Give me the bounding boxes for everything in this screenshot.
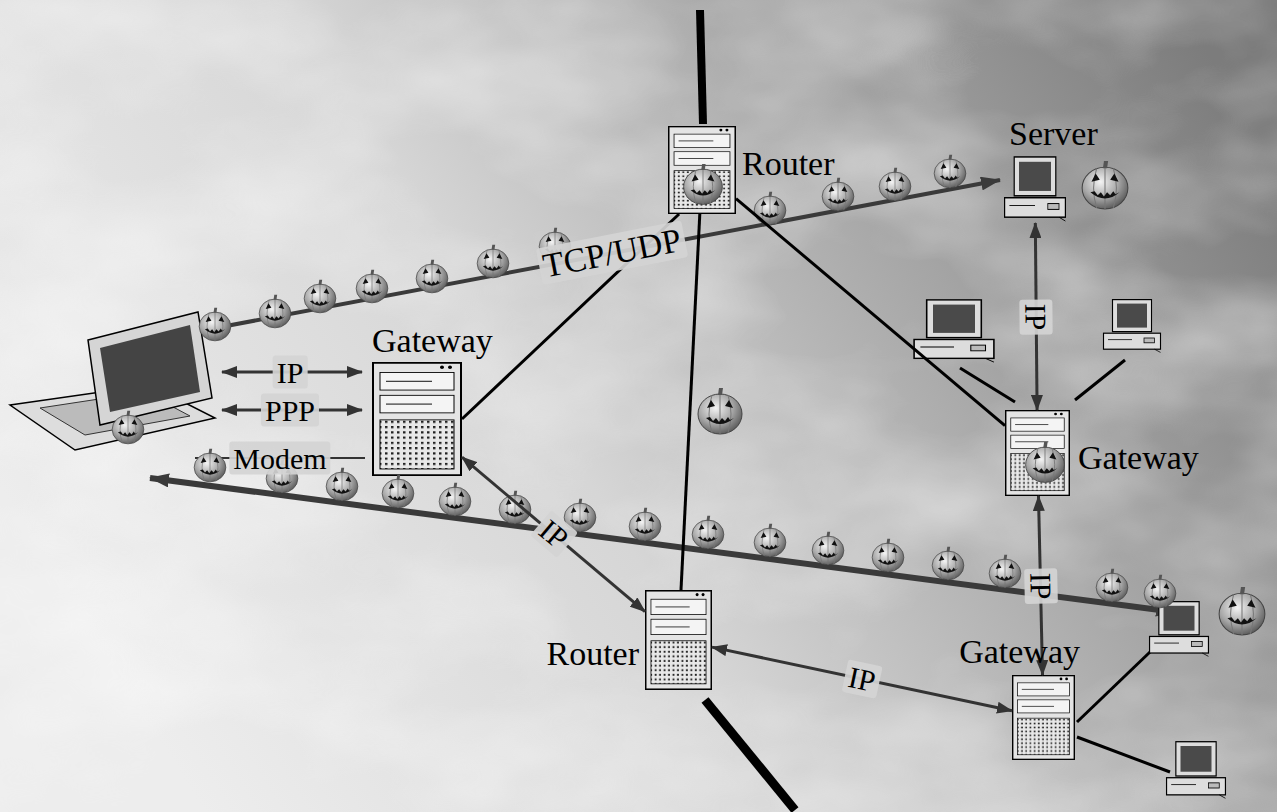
packet-pumpkin <box>439 483 471 516</box>
protocol-label: Modem <box>229 442 330 475</box>
packet-pumpkin <box>812 532 844 565</box>
packet-pumpkin <box>692 516 724 549</box>
packet-pumpkin <box>822 178 854 211</box>
pc-icon <box>914 300 994 362</box>
pc-icon <box>1104 300 1161 353</box>
network-device: Router <box>645 590 712 690</box>
device-label: Router <box>742 144 835 183</box>
packet-pumpkin <box>304 280 336 313</box>
packet-pumpkin <box>477 245 509 278</box>
packet-pumpkin <box>1096 569 1128 602</box>
backbone-line <box>705 700 795 810</box>
laptop-icon <box>10 312 215 450</box>
gateway-icon <box>1013 676 1075 760</box>
tcp-arrow <box>205 180 1000 330</box>
device-label: Router <box>546 634 639 673</box>
device-label: Gateway <box>1078 438 1199 477</box>
packet-pumpkin <box>499 491 531 524</box>
link-arrow <box>462 457 645 612</box>
protocol-label: IP <box>842 659 883 698</box>
packet-pumpkin <box>754 524 786 557</box>
protocol-label: IP <box>1024 568 1058 603</box>
packet-pumpkin <box>194 449 226 482</box>
packet-pumpkin <box>879 168 911 201</box>
link-line <box>736 199 1005 426</box>
packet-pumpkin <box>416 260 448 293</box>
network-device: Router <box>668 126 736 214</box>
device-label: Gateway <box>959 632 1080 671</box>
gateway-icon <box>1006 411 1070 496</box>
packet-pumpkin <box>684 164 723 204</box>
packet-pumpkin <box>934 155 966 188</box>
lan-wire <box>1075 360 1125 400</box>
packet-pumpkin <box>326 468 358 501</box>
pc-icon <box>1167 742 1226 799</box>
packet-pumpkin <box>382 475 414 508</box>
router-icon <box>669 127 735 214</box>
network-device: Gateway <box>372 362 462 476</box>
packet-pumpkin <box>872 539 904 572</box>
packet-pumpkins <box>112 155 1265 635</box>
packet-pumpkin <box>1026 442 1065 482</box>
router-icon <box>646 591 712 689</box>
packet-pumpkin <box>1144 575 1176 608</box>
protocol-label: IP <box>1020 299 1053 334</box>
server-icon <box>1005 157 1066 221</box>
packet-pumpkin <box>698 388 742 434</box>
packet-pumpkin <box>199 308 231 341</box>
device-label: Gateway <box>372 321 493 360</box>
packet-pumpkin <box>932 547 964 580</box>
device-label: Server <box>1009 114 1098 153</box>
lan-wire <box>960 368 1015 402</box>
network-device: Server <box>1003 155 1067 223</box>
network-device: Gateway <box>1012 675 1075 760</box>
packet-pumpkin <box>112 411 144 444</box>
gateway-icon <box>373 363 461 475</box>
protocol-label: IP <box>273 356 308 389</box>
packet-pumpkin <box>356 270 388 303</box>
protocol-label: PPP <box>261 394 319 427</box>
backbone-line <box>700 10 703 124</box>
packet-pumpkin <box>1082 161 1128 209</box>
network-device: Gateway <box>1005 410 1070 496</box>
packet-pumpkin <box>629 508 661 541</box>
lan-wire <box>1077 737 1170 772</box>
lan-wire <box>1077 652 1150 722</box>
packet-pumpkin <box>1219 587 1265 635</box>
link-line <box>681 214 700 590</box>
pc-icon <box>1150 602 1209 657</box>
packet-pumpkin <box>989 555 1021 588</box>
packet-pumpkin <box>259 295 291 328</box>
